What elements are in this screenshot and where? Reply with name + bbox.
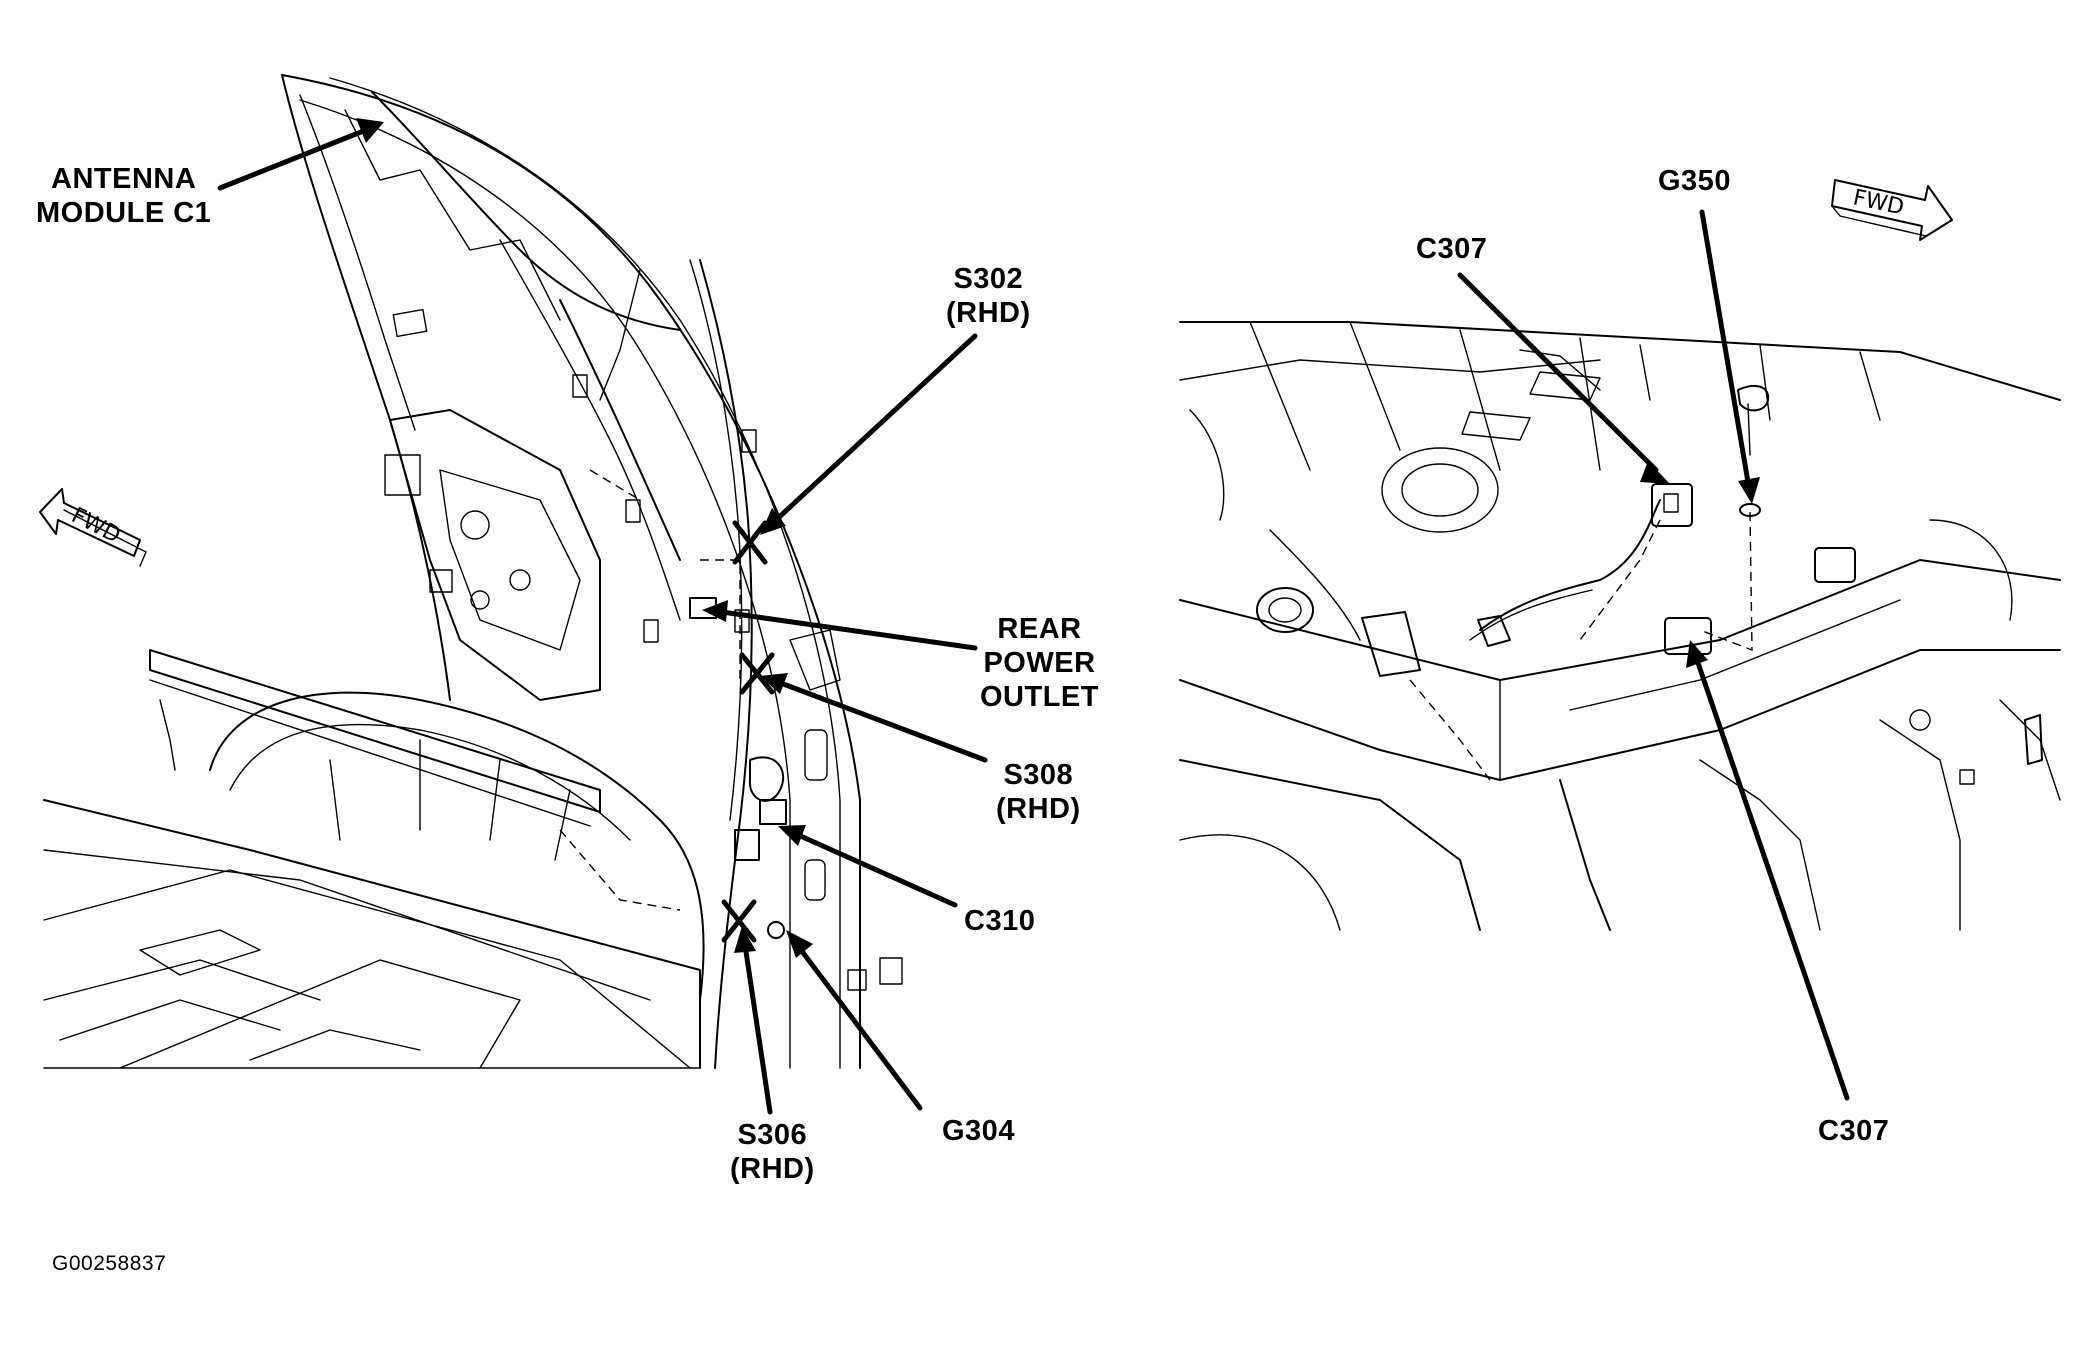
fwd-right-label: FWD — [1851, 185, 1906, 220]
label-antenna-line-2: MODULE C1 — [36, 197, 212, 229]
fwd-arrow-right-icon: FWD — [1831, 179, 1953, 241]
label-rear-power-outlet: REAR POWER OUTLET — [980, 612, 1099, 714]
label-rear-power-outlet-line-1: REAR — [997, 613, 1082, 645]
label-s308-line-1: S308 — [1003, 759, 1074, 791]
figure-id: G00258837 — [52, 1252, 167, 1275]
label-c307-top: C307 — [1416, 233, 1488, 265]
label-s306: S306 (RHD) — [730, 1118, 815, 1186]
label-s306-line-1: S306 — [737, 1119, 808, 1151]
label-antenna-module-c1: ANTENNA MODULE C1 — [36, 162, 211, 230]
label-g304: G304 — [942, 1115, 1015, 1147]
leader-arrows — [217, 118, 1850, 1115]
right-floor-pan-illustration — [1179, 321, 2061, 931]
label-s302-line-2: (RHD) — [946, 297, 1031, 329]
label-s308-line-2: (RHD) — [996, 793, 1081, 825]
label-s306-line-2: (RHD) — [730, 1153, 815, 1185]
label-c310: C310 — [964, 905, 1036, 937]
label-c307-bottom: C307 — [1818, 1115, 1890, 1147]
fwd-arrow-left-icon: FWD — [39, 488, 147, 567]
label-rear-power-outlet-line-3: OUTLET — [980, 681, 1099, 713]
label-s302: S302 (RHD) — [946, 262, 1031, 330]
label-s308: S308 (RHD) — [996, 758, 1081, 826]
label-g350: G350 — [1658, 165, 1731, 197]
fwd-left-label: FWD — [67, 503, 124, 549]
label-s302-line-1: S302 — [953, 263, 1024, 295]
label-antenna-line-1: ANTENNA — [51, 163, 197, 195]
left-cargo-area-illustration — [43, 74, 903, 1069]
label-rear-power-outlet-line-2: POWER — [983, 647, 1096, 679]
splice-x-marks — [721, 520, 775, 943]
